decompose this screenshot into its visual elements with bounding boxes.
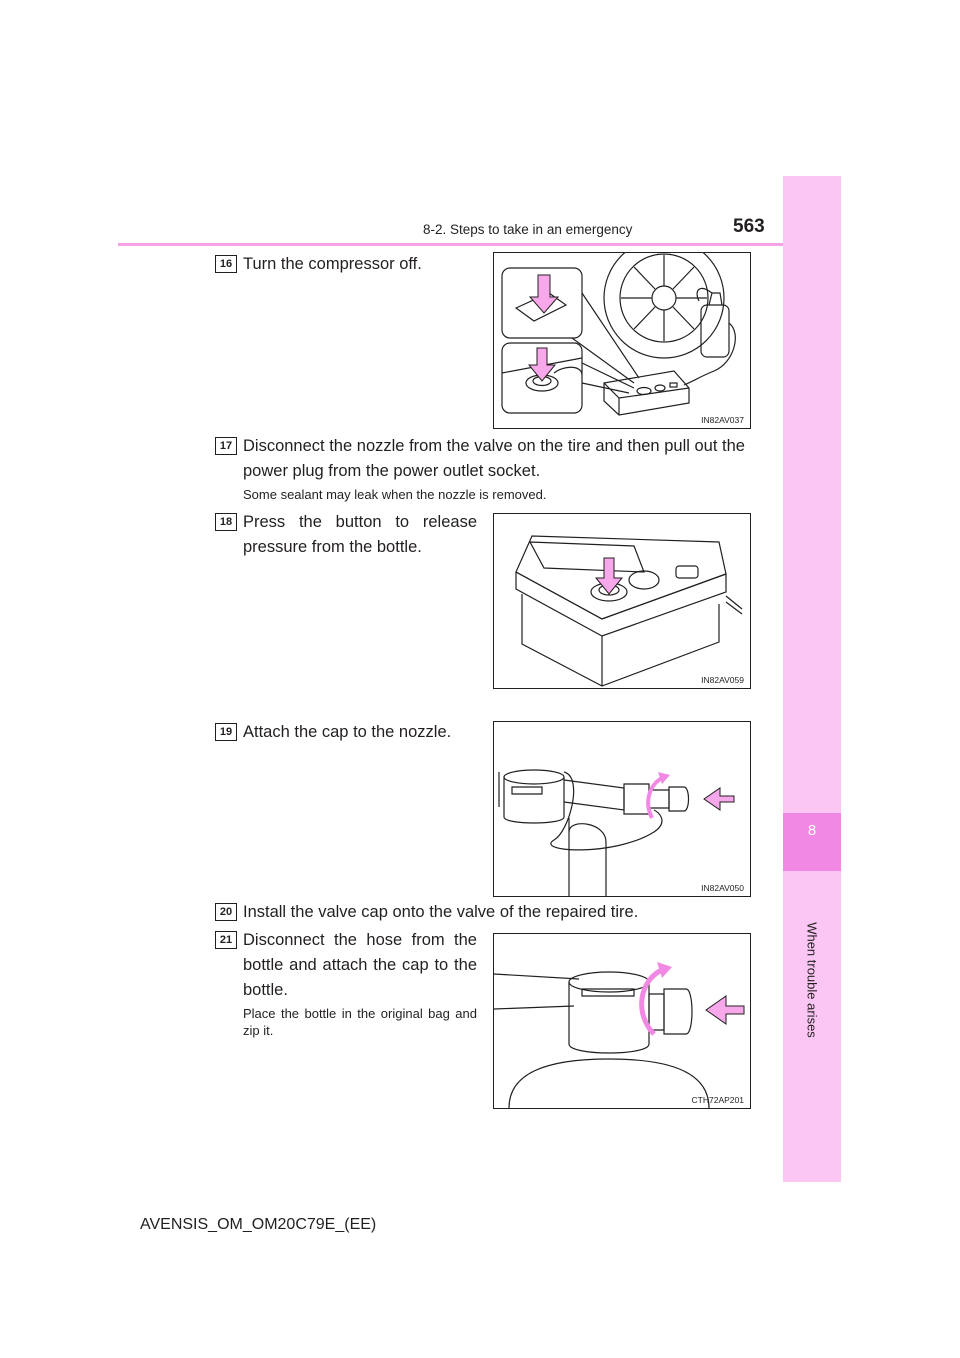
figure-release-pressure: IN82AV059 [493, 513, 751, 689]
step-number-20: 20 [215, 903, 237, 921]
page-number: 563 [733, 216, 765, 237]
chapter-number-box [783, 813, 841, 871]
step-number-17: 17 [215, 437, 237, 455]
step-note-17: Some sealant may leak when the nozzle is… [243, 487, 547, 502]
figure-nozzle-cap: IN82AV050 [493, 721, 751, 897]
bottle-cap-illustration [494, 962, 745, 1108]
step-text-17: Disconnect the nozzle from the valve on … [243, 437, 745, 480]
figure-code: IN82AV059 [701, 675, 744, 685]
figure-bottle-cap: CTH72AP201 [493, 933, 751, 1109]
header-rule [118, 243, 783, 246]
section-title: 8-2. Steps to take in an emergency [423, 222, 633, 237]
compressor-off-illustration [501, 253, 736, 416]
step-note-21: Place the bottle in the original bag and… [243, 1006, 477, 1038]
document-code: AVENSIS_OM_OM20C79E_(EE) [140, 1216, 377, 1233]
nozzle-cap-illustration [498, 769, 735, 896]
step-number-16: 16 [215, 255, 237, 273]
figure-compressor-off: IN82AV037 [493, 252, 751, 429]
chapter-side-tab [783, 176, 841, 1182]
step-text-19: Attach the cap to the nozzle. [243, 723, 452, 741]
figure-code: IN82AV050 [701, 883, 744, 893]
figure-code: IN82AV037 [701, 415, 744, 425]
chapter-title: When trouble arises [804, 922, 820, 1038]
step-number-19: 19 [215, 723, 237, 741]
release-pressure-illustration [515, 535, 743, 687]
figure-code: CTH72AP201 [691, 1095, 744, 1105]
step-number-18: 18 [215, 513, 237, 531]
step-text-16: Turn the compressor off. [243, 255, 422, 273]
step-number-21: 21 [215, 931, 237, 949]
step-text-21: Disconnect the hose from the bottle and … [243, 931, 477, 999]
step-text-20: Install the valve cap onto the valve of … [243, 903, 639, 921]
chapter-number: 8 [807, 822, 817, 839]
step-text-18: Press the button to release pressure fro… [243, 513, 477, 556]
